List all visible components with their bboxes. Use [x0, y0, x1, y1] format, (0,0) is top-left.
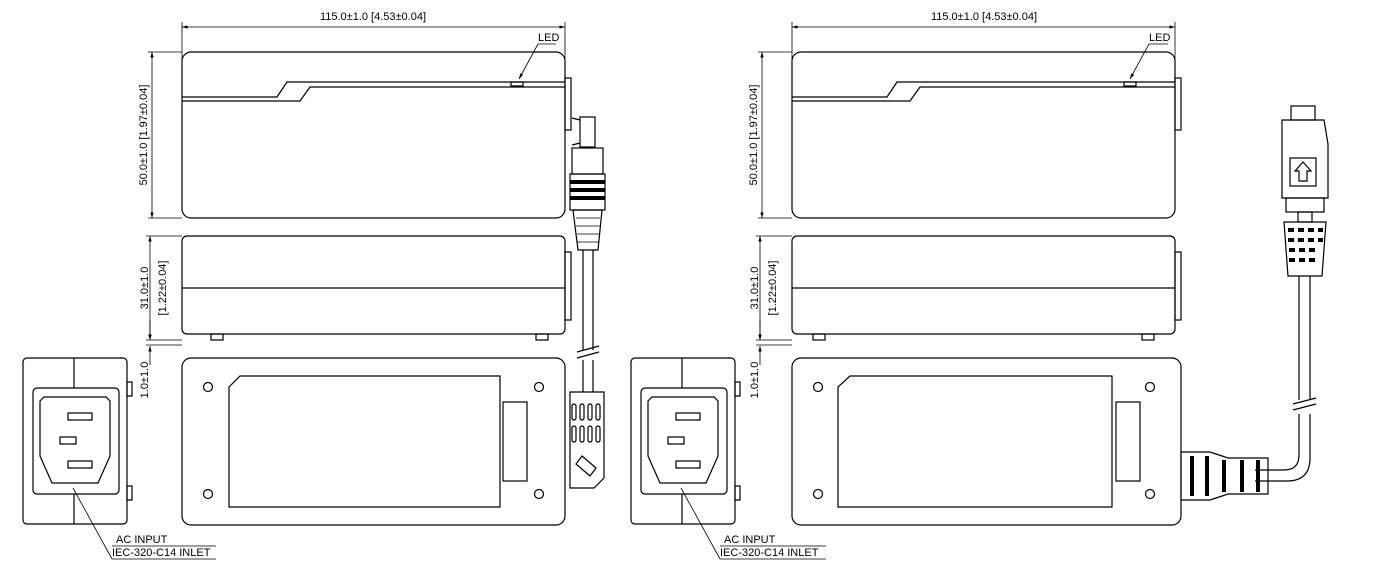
led-callout-right: LED [1129, 32, 1170, 80]
depth-dimension-mm: 31.0±1.0 [749, 267, 761, 310]
din-plug [1180, 105, 1329, 501]
led-label: LED [538, 32, 559, 44]
bottom-view-left [181, 357, 566, 526]
foot-dimension-left: 1.0±1.0 [139, 320, 182, 398]
inlet-label: IEC-320-C14 INLET [112, 547, 211, 559]
width-dimension-left: 115.0±1.0 [4.53±0.04] [181, 11, 566, 60]
led-callout-left: LED [518, 32, 559, 80]
foot-dimension-right: 1.0±1.0 [749, 320, 792, 398]
height-dimension-right: 50.0±1.0 [1.97±0.04] [748, 51, 792, 219]
depth-dimension-left: 31.0±1.0 [1.22±0.04] [139, 235, 182, 341]
front-view-right [791, 51, 1182, 219]
led-label: LED [1149, 32, 1170, 44]
dc-barrel-plug [569, 116, 606, 489]
ac-inlet-view-right [630, 357, 741, 525]
bottom-view-right [791, 357, 1182, 526]
width-dimension-text: 115.0±1.0 [4.53±0.04] [320, 11, 426, 23]
ac-inlet-view-left [22, 357, 133, 525]
depth-dimension-in: [1.22±0.04] [157, 261, 169, 316]
foot-dimension-text: 1.0±1.0 [749, 362, 761, 399]
left-drawing: 115.0±1.0 [4.53±0.04] LED 50.0±1.0 [1.97… [22, 11, 606, 560]
height-dimension-text: 50.0±1.0 [1.97±0.04] [138, 85, 150, 186]
depth-dimension-in: [1.22±0.04] [767, 261, 779, 316]
front-view-left [181, 51, 572, 219]
side-view-left [181, 235, 572, 341]
ac-input-callout-right: AC INPUT IEC-320-C14 INLET [680, 487, 826, 560]
depth-dimension-right: 31.0±1.0 [1.22±0.04] [749, 235, 792, 341]
width-dimension-text: 115.0±1.0 [4.53±0.04] [931, 11, 1037, 23]
ac-input-callout-left: AC INPUT IEC-320-C14 INLET [72, 487, 216, 560]
inlet-label: IEC-320-C14 INLET [720, 547, 819, 559]
foot-dimension-text: 1.0±1.0 [139, 362, 151, 399]
side-view-right [791, 235, 1182, 341]
ac-input-label: AC INPUT [116, 534, 168, 546]
width-dimension-right: 115.0±1.0 [4.53±0.04] [791, 11, 1176, 60]
ac-input-label: AC INPUT [724, 534, 776, 546]
height-dimension-text: 50.0±1.0 [1.97±0.04] [748, 85, 760, 186]
right-drawing: 115.0±1.0 [4.53±0.04] LED 50.0±1.0 [1.97… [630, 11, 1329, 560]
height-dimension-left: 50.0±1.0 [1.97±0.04] [138, 51, 182, 219]
depth-dimension-mm: 31.0±1.0 [139, 267, 151, 310]
